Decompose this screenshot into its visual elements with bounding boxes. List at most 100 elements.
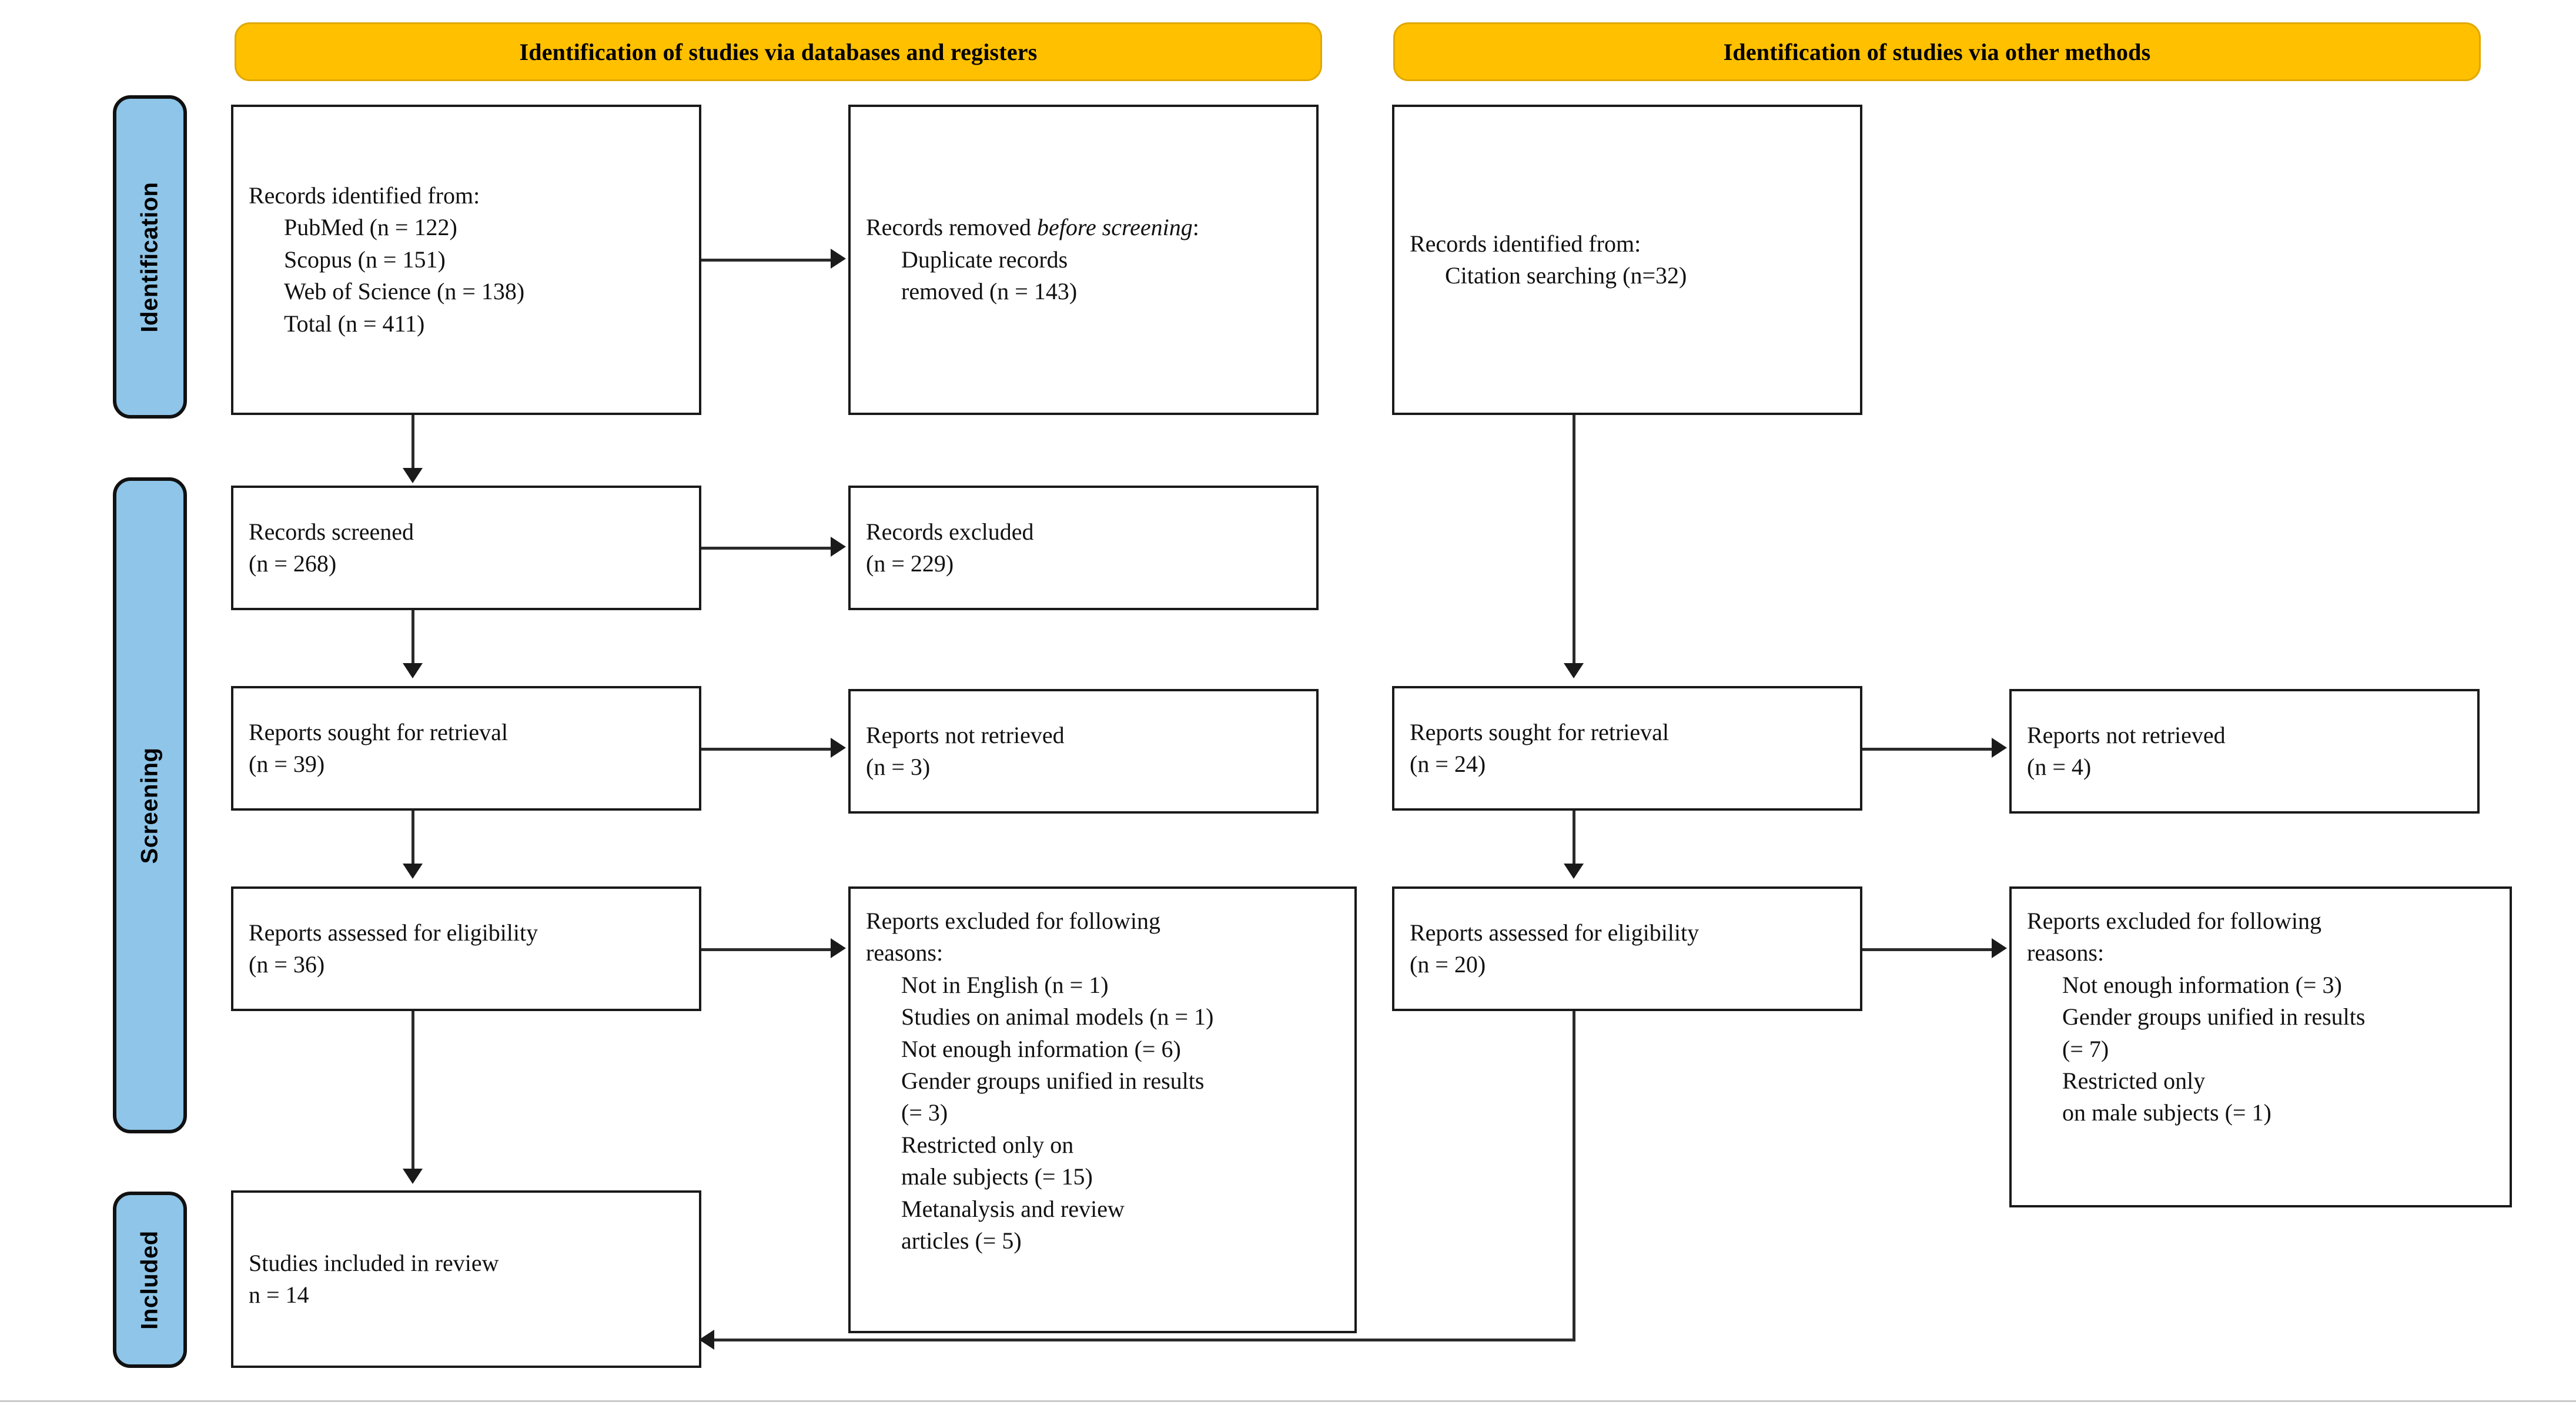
left-removed-title-italic: before screening bbox=[1037, 214, 1193, 241]
arrowhead-left-sought-to-notretrieved bbox=[831, 738, 846, 758]
left-removed-title-prefix: Records removed bbox=[866, 214, 1038, 241]
arrowhead-right-sought-to-assessed bbox=[1564, 864, 1584, 879]
left-removed-title: Records removed before screening: bbox=[866, 212, 1301, 243]
right-assessed-title: Reports assessed for eligibility bbox=[1410, 919, 1700, 946]
arrowhead-right-identified-to-sought bbox=[1564, 663, 1584, 678]
page-bottom-rule bbox=[0, 1400, 2576, 1402]
left-screened-title: Records screened bbox=[249, 518, 414, 545]
side-label-screening: Screening bbox=[113, 477, 187, 1133]
connector-left-screened-to-sought bbox=[412, 610, 414, 664]
connector-left-sought-to-notretrieved bbox=[701, 748, 832, 751]
side-label-identification: Identification bbox=[113, 95, 187, 419]
right-identified-item-0: Citation searching (n=32) bbox=[1445, 262, 1687, 289]
included-title: Studies included in review bbox=[249, 1249, 499, 1276]
left-sought-count: (n = 39) bbox=[249, 751, 325, 777]
banner-other-label: Identification of studies via other meth… bbox=[1723, 38, 2151, 65]
arrowhead-left-assessed-to-reasons bbox=[831, 938, 846, 958]
box-left-reports-assessed: Reports assessed for eligibility (n = 36… bbox=[231, 886, 701, 1011]
connector-left-screened-to-excluded bbox=[701, 547, 832, 550]
left-reasons-title-line2: reasons: bbox=[866, 939, 944, 966]
connector-left-assessed-to-included bbox=[412, 1011, 414, 1170]
connector-left-sought-to-assessed bbox=[412, 811, 414, 865]
connector-right-assessed-down-to-included bbox=[1573, 1011, 1575, 1340]
banner-databases-and-registers: Identification of studies via databases … bbox=[235, 22, 1322, 81]
left-reason-4: (= 3) bbox=[901, 1099, 948, 1126]
arrowhead-left-identified-to-screened bbox=[403, 468, 423, 483]
arrowhead-left-screened-to-excluded bbox=[831, 537, 846, 557]
connector-left-identified-to-screened bbox=[412, 415, 414, 469]
right-reason-0: Not enough information (= 3) bbox=[2062, 971, 2342, 998]
right-sought-count: (n = 24) bbox=[1410, 751, 1486, 777]
connector-right-sought-to-assessed bbox=[1573, 811, 1575, 865]
box-right-records-identified: Records identified from: Citation search… bbox=[1392, 105, 1862, 415]
box-left-records-excluded: Records excluded (n = 229) bbox=[848, 486, 1319, 610]
right-sought-title: Reports sought for retrieval bbox=[1410, 718, 1669, 745]
left-reason-0: Not in English (n = 1) bbox=[901, 971, 1109, 998]
left-reason-7: Metanalysis and review bbox=[901, 1195, 1125, 1222]
connector-left-identified-to-removed bbox=[701, 259, 832, 262]
box-right-reports-not-retrieved: Reports not retrieved (n = 4) bbox=[2009, 689, 2480, 814]
right-identified-title: Records identified from: bbox=[1410, 230, 1641, 257]
box-right-reports-excluded-reasons: Reports excluded for following reasons: … bbox=[2009, 886, 2512, 1207]
left-reason-6: male subjects (= 15) bbox=[901, 1163, 1093, 1190]
box-right-reports-sought: Reports sought for retrieval (n = 24) bbox=[1392, 686, 1862, 811]
right-notretrieved-title: Reports not retrieved bbox=[2027, 721, 2226, 748]
connector-right-assessed-to-reasons bbox=[1862, 948, 1993, 951]
right-notretrieved-count: (n = 4) bbox=[2027, 754, 2092, 780]
left-reason-5: Restricted only on bbox=[901, 1131, 1074, 1158]
side-label-screening-text: Screening bbox=[136, 747, 163, 864]
left-sought-title: Reports sought for retrieval bbox=[249, 718, 508, 745]
left-removed-item-1: removed (n = 143) bbox=[901, 278, 1078, 305]
left-excluded-title: Records excluded bbox=[866, 518, 1034, 545]
box-studies-included-in-review: Studies included in review n = 14 bbox=[231, 1190, 701, 1368]
connector-left-assessed-to-reasons bbox=[701, 948, 832, 951]
left-identified-item-1: Scopus (n = 151) bbox=[284, 246, 446, 273]
box-right-reports-assessed: Reports assessed for eligibility (n = 20… bbox=[1392, 886, 1862, 1011]
arrowhead-left-assessed-to-included bbox=[403, 1169, 423, 1184]
left-screened-count: (n = 268) bbox=[249, 550, 337, 577]
left-removed-title-suffix: : bbox=[1192, 214, 1199, 241]
box-left-reports-excluded-reasons: Reports excluded for following reasons: … bbox=[848, 886, 1357, 1333]
left-reason-3: Gender groups unified in results bbox=[901, 1067, 1205, 1094]
arrowhead-left-sought-to-assessed bbox=[403, 864, 423, 879]
arrowhead-right-assessed-to-reasons bbox=[1992, 938, 2007, 958]
left-identified-item-2: Web of Science (n = 138) bbox=[284, 278, 525, 305]
left-removed-item-0: Duplicate records bbox=[901, 246, 1068, 273]
arrowhead-left-identified-to-removed bbox=[831, 249, 846, 269]
left-identified-item-3: Total (n = 411) bbox=[284, 310, 425, 337]
right-reason-2: (= 7) bbox=[2062, 1035, 2109, 1062]
box-left-reports-not-retrieved: Reports not retrieved (n = 3) bbox=[848, 689, 1319, 814]
left-excluded-count: (n = 229) bbox=[866, 550, 954, 577]
left-reason-1: Studies on animal models (n = 1) bbox=[901, 1003, 1214, 1030]
right-reasons-title-line1: Reports excluded for following bbox=[2027, 908, 2321, 934]
left-reason-2: Not enough information (= 6) bbox=[901, 1035, 1181, 1062]
right-reasons-title-line2: reasons: bbox=[2027, 939, 2105, 966]
side-label-included: Included bbox=[113, 1192, 187, 1368]
connector-right-identified-to-sought bbox=[1573, 415, 1575, 664]
box-left-reports-sought: Reports sought for retrieval (n = 39) bbox=[231, 686, 701, 811]
left-notretrieved-count: (n = 3) bbox=[866, 754, 931, 780]
arrowhead-left-screened-to-sought bbox=[403, 663, 423, 678]
left-identified-title: Records identified from: bbox=[249, 182, 480, 209]
arrowhead-right-to-included bbox=[699, 1330, 714, 1350]
connector-right-to-included-horizontal bbox=[714, 1339, 1575, 1341]
left-reasons-title-line1: Reports excluded for following bbox=[866, 908, 1160, 934]
right-reason-3: Restricted only bbox=[2062, 1067, 2206, 1094]
included-count: n = 14 bbox=[249, 1282, 309, 1308]
left-assessed-title: Reports assessed for eligibility bbox=[249, 919, 538, 946]
right-assessed-count: (n = 20) bbox=[1410, 951, 1486, 978]
left-assessed-count: (n = 36) bbox=[249, 951, 325, 978]
box-left-records-screened: Records screened (n = 268) bbox=[231, 486, 701, 610]
left-notretrieved-title: Reports not retrieved bbox=[866, 721, 1065, 748]
arrowhead-right-sought-to-notretrieved bbox=[1992, 738, 2007, 758]
left-identified-item-0: PubMed (n = 122) bbox=[284, 214, 457, 241]
connector-right-sought-to-notretrieved bbox=[1862, 748, 1993, 751]
box-left-records-removed: Records removed before screening: Duplic… bbox=[848, 105, 1319, 415]
left-reason-8: articles (= 5) bbox=[901, 1227, 1022, 1254]
right-reason-4: on male subjects (= 1) bbox=[2062, 1099, 2271, 1126]
banner-other-methods: Identification of studies via other meth… bbox=[1393, 22, 2481, 81]
side-label-identification-text: Identification bbox=[136, 182, 163, 332]
box-left-records-identified: Records identified from: PubMed (n = 122… bbox=[231, 105, 701, 415]
side-label-included-text: Included bbox=[136, 1230, 163, 1330]
